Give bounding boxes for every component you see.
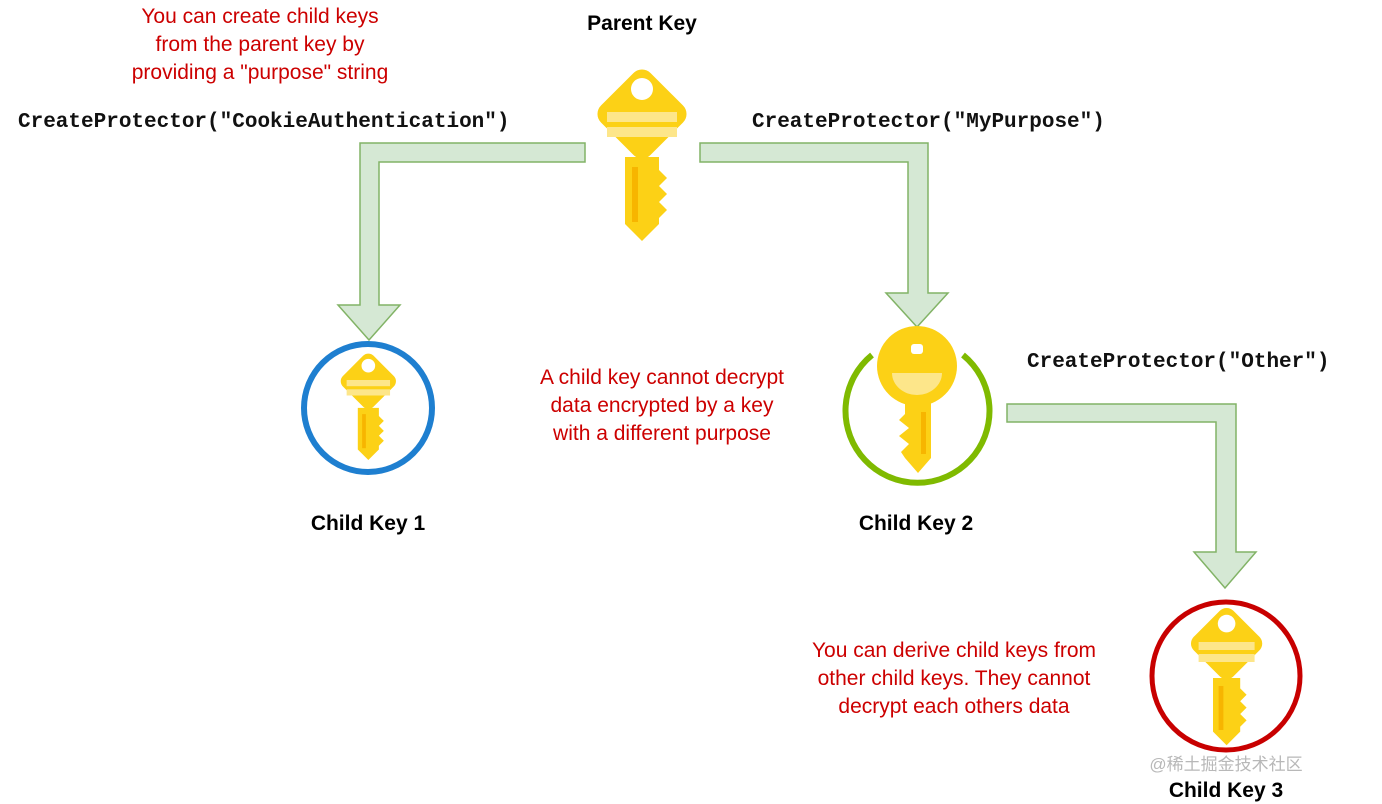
parent-key-icon: [592, 64, 692, 241]
child-key-3-icon: [1149, 599, 1303, 753]
child-key-2-icon: [842, 326, 993, 486]
watermark: @稀土掘金技术社区: [1149, 755, 1303, 774]
parent-key-label: Parent Key: [587, 12, 697, 35]
call-other: CreateProtector("Other"): [1027, 351, 1330, 374]
note-line: A child key cannot decrypt: [540, 366, 784, 389]
note-line: providing a "purpose" string: [131, 61, 389, 84]
arrow-to-child-key-2: [699, 142, 950, 329]
note-different-purpose: A child key cannot decrypt data encrypte…: [502, 364, 822, 448]
note-line: You can derive child keys from: [811, 639, 1097, 662]
child-key-3-label: Child Key 3: [1168, 779, 1284, 802]
note-line: You can create child keys: [141, 5, 379, 28]
arrow-to-child-key-3: [1006, 403, 1258, 590]
note-create-child-keys: You can create child keys from the paren…: [100, 3, 420, 87]
call-cookie-authentication: CreateProtector("CookieAuthentication"): [18, 111, 510, 134]
note-derive-child-keys: You can derive child keys from other chi…: [774, 637, 1134, 721]
note-line: decrypt each others data: [838, 695, 1070, 718]
child-key-2-label: Child Key 2: [858, 512, 974, 535]
note-line: data encrypted by a key: [550, 394, 774, 417]
note-line: other child keys. They cannot: [817, 667, 1091, 690]
call-mypurpose: CreateProtector("MyPurpose"): [752, 111, 1105, 134]
note-line: from the parent key by: [155, 33, 365, 56]
arrow-to-child-key-1: [336, 142, 586, 342]
note-line: with a different purpose: [553, 422, 771, 445]
child-key-1-icon: [301, 341, 435, 475]
child-key-1-label: Child Key 1: [310, 512, 426, 535]
